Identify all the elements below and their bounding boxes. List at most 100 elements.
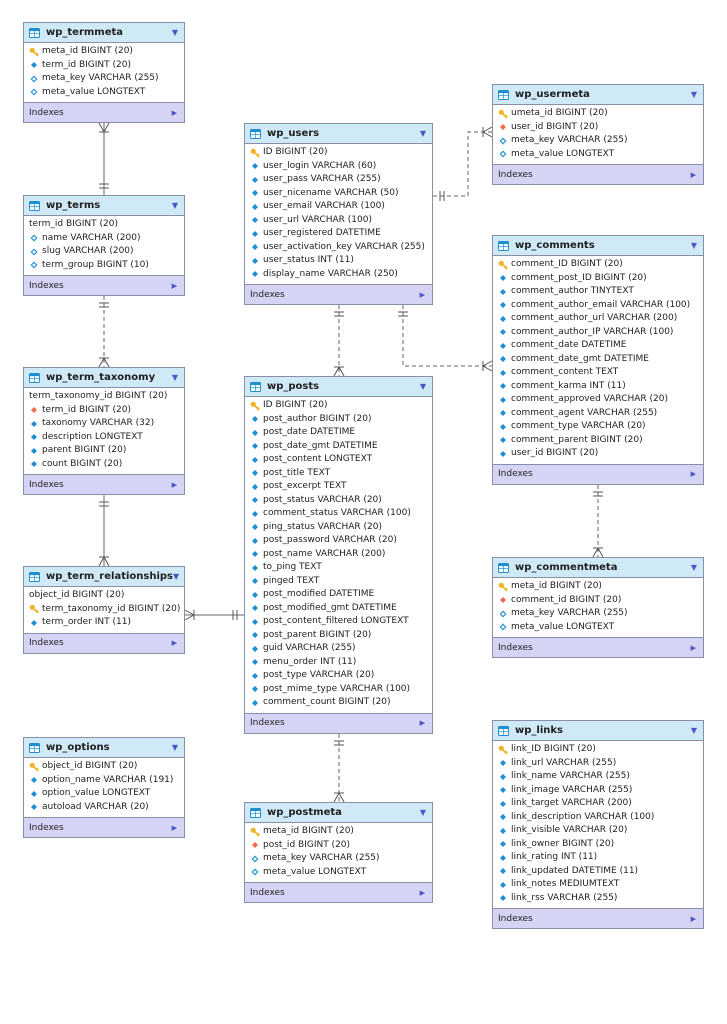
triangle-right-icon[interactable]: ▶	[171, 639, 177, 647]
column-row[interactable]: comment_count BIGINT (20)	[245, 696, 432, 710]
column-row[interactable]: comment_author_email VARCHAR (100)	[493, 299, 703, 313]
column-row[interactable]: meta_key VARCHAR (255)	[245, 852, 432, 866]
column-row[interactable]: menu_order INT (11)	[245, 656, 432, 670]
indexes-section[interactable]: Indexes▶	[493, 164, 703, 184]
column-row[interactable]: term_order INT (11)	[24, 616, 184, 630]
column-row[interactable]: comment_date DATETIME	[493, 339, 703, 353]
triangle-right-icon[interactable]: ▶	[419, 888, 425, 897]
indexes-section[interactable]: Indexes▶	[245, 712, 432, 733]
column-row[interactable]: link_name VARCHAR (255)	[493, 770, 703, 784]
column-row[interactable]: user_url VARCHAR (100)	[245, 214, 432, 228]
column-row[interactable]: link_description VARCHAR (100)	[493, 811, 703, 825]
column-row[interactable]: taxonomy VARCHAR (32)	[24, 417, 184, 431]
column-row[interactable]: post_parent BIGINT (20)	[245, 629, 432, 643]
column-row[interactable]: link_target VARCHAR (200)	[493, 797, 703, 811]
column-row[interactable]: post_password VARCHAR (20)	[245, 534, 432, 548]
column-row[interactable]: post_date_gmt DATETIME	[245, 440, 432, 454]
table-header[interactable]: wp_comments▼	[493, 236, 703, 256]
column-row[interactable]: user_status INT (11)	[245, 254, 432, 268]
column-row[interactable]: link_image VARCHAR (255)	[493, 784, 703, 798]
column-row[interactable]: term_taxonomy_id BIGINT (20)	[24, 390, 184, 404]
column-row[interactable]: ping_status VARCHAR (20)	[245, 521, 432, 535]
column-row[interactable]: post_id BIGINT (20)	[245, 839, 432, 853]
column-row[interactable]: link_rating INT (11)	[493, 851, 703, 865]
column-row[interactable]: post_name VARCHAR (200)	[245, 548, 432, 562]
column-row[interactable]: to_ping TEXT	[245, 561, 432, 575]
indexes-section[interactable]: Indexes▶	[245, 882, 432, 902]
table-header[interactable]: wp_terms▼	[24, 196, 184, 216]
chevron-down-icon[interactable]: ▼	[171, 743, 178, 752]
column-row[interactable]: user_id BIGINT (20)	[493, 121, 703, 135]
column-row[interactable]: post_status VARCHAR (20)	[245, 494, 432, 508]
column-row[interactable]: post_content LONGTEXT	[245, 453, 432, 467]
table-header[interactable]: wp_options▼	[24, 738, 184, 758]
column-row[interactable]: link_ID BIGINT (20)	[493, 743, 703, 757]
column-row[interactable]: guid VARCHAR (255)	[245, 642, 432, 656]
column-row[interactable]: user_activation_key VARCHAR (255)	[245, 241, 432, 255]
indexes-section[interactable]: Indexes▶	[24, 817, 184, 837]
indexes-section[interactable]: Indexes▶	[493, 637, 703, 657]
triangle-right-icon[interactable]: ▶	[171, 480, 177, 489]
column-row[interactable]: comment_author_IP VARCHAR (100)	[493, 326, 703, 340]
column-row[interactable]: user_pass VARCHAR (255)	[245, 173, 432, 187]
column-row[interactable]: term_group BIGINT (10)	[24, 259, 184, 273]
column-row[interactable]: comment_type VARCHAR (20)	[493, 420, 703, 434]
table-wp-comments[interactable]: wp_comments▼comment_ID BIGINT (20)commen…	[492, 235, 704, 485]
column-row[interactable]: link_owner BIGINT (20)	[493, 838, 703, 852]
column-row[interactable]: parent BIGINT (20)	[24, 444, 184, 458]
column-row[interactable]: comment_id BIGINT (20)	[493, 594, 703, 608]
triangle-right-icon[interactable]: ▶	[690, 643, 696, 652]
column-row[interactable]: meta_key VARCHAR (255)	[493, 607, 703, 621]
column-row[interactable]: comment_date_gmt DATETIME	[493, 353, 703, 367]
column-row[interactable]: post_modified DATETIME	[245, 588, 432, 602]
chevron-down-icon[interactable]: ▼	[690, 241, 697, 250]
column-row[interactable]: meta_value LONGTEXT	[24, 86, 184, 100]
column-row[interactable]: comment_status VARCHAR (100)	[245, 507, 432, 521]
column-row[interactable]: term_id BIGINT (20)	[24, 404, 184, 418]
table-header[interactable]: wp_usermeta▼	[493, 85, 703, 105]
column-row[interactable]: description LONGTEXT	[24, 431, 184, 445]
table-header[interactable]: wp_links▼	[493, 721, 703, 741]
triangle-right-icon[interactable]: ▶	[690, 170, 696, 179]
column-row[interactable]: count BIGINT (20)	[24, 458, 184, 472]
column-row[interactable]: object_id BIGINT (20)	[24, 589, 184, 603]
chevron-down-icon[interactable]: ▼	[419, 129, 426, 138]
column-row[interactable]: slug VARCHAR (200)	[24, 245, 184, 259]
column-row[interactable]: umeta_id BIGINT (20)	[493, 107, 703, 121]
column-row[interactable]: option_value LONGTEXT	[24, 787, 184, 801]
table-wp-usermeta[interactable]: wp_usermeta▼ umeta_id BIGINT (20)user_id …	[492, 84, 704, 185]
triangle-right-icon[interactable]: ▶	[690, 914, 696, 923]
column-row[interactable]: comment_post_ID BIGINT (20)	[493, 272, 703, 286]
column-row[interactable]: post_type VARCHAR (20)	[245, 669, 432, 683]
column-row[interactable]: comment_author_url VARCHAR (200)	[493, 312, 703, 326]
table-header[interactable]: wp_term_relationships▼	[24, 567, 184, 587]
chevron-down-icon[interactable]: ▼	[690, 563, 697, 572]
table-wp-term-taxonomy[interactable]: wp_term_taxonomy▼ term_taxonomy_id BIGINT…	[23, 367, 185, 495]
table-header[interactable]: wp_termmeta▼	[24, 23, 184, 43]
chevron-down-icon[interactable]: ▼	[690, 90, 697, 99]
column-row[interactable]: name VARCHAR (200)	[24, 232, 184, 246]
chevron-down-icon[interactable]: ▼	[171, 28, 178, 37]
table-wp-commentmeta[interactable]: wp_commentmeta▼meta_id BIGINT (20)commen…	[492, 557, 704, 658]
chevron-down-icon[interactable]: ▼	[690, 726, 697, 735]
column-row[interactable]: ID BIGINT (20)	[245, 399, 432, 413]
column-row[interactable]: user_email VARCHAR (100)	[245, 200, 432, 214]
column-row[interactable]: meta_id BIGINT (20)	[245, 825, 432, 839]
column-row[interactable]: link_url VARCHAR (255)	[493, 757, 703, 771]
table-header[interactable]: wp_users▼	[245, 124, 432, 144]
column-row[interactable]: meta_id BIGINT (20)	[493, 580, 703, 594]
triangle-right-icon[interactable]: ▶	[419, 719, 425, 727]
chevron-down-icon[interactable]: ▼	[419, 808, 426, 817]
indexes-section[interactable]: Indexes▶	[245, 284, 432, 304]
triangle-right-icon[interactable]: ▶	[419, 290, 425, 299]
table-header[interactable]: wp_postmeta▼	[245, 803, 432, 823]
column-row[interactable]: post_date DATETIME	[245, 426, 432, 440]
column-row[interactable]: link_rss VARCHAR (255)	[493, 892, 703, 906]
table-wp-posts[interactable]: wp_posts▼ID BIGINT (20)post_author BIGIN…	[244, 376, 433, 734]
table-header[interactable]: wp_term_taxonomy▼	[24, 368, 184, 388]
table-wp-options[interactable]: wp_options▼object_id BIGINT (20)option_n…	[23, 737, 185, 838]
column-row[interactable]: autoload VARCHAR (20)	[24, 801, 184, 815]
column-row[interactable]: object_id BIGINT (20)	[24, 760, 184, 774]
column-row[interactable]: ID BIGINT (20)	[245, 146, 432, 160]
column-row[interactable]: link_visible VARCHAR (20)	[493, 824, 703, 838]
